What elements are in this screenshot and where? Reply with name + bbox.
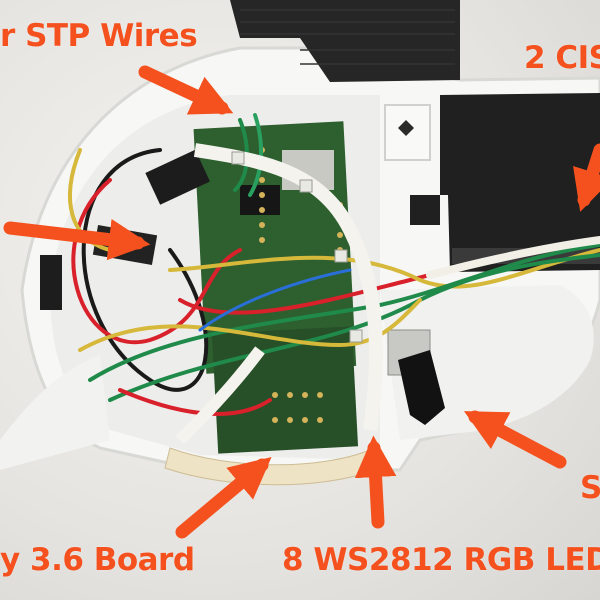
arrow-leds	[354, 435, 397, 529]
black-cover-top	[230, 0, 460, 82]
annotation-arrows	[3, 65, 600, 539]
label-stp-wires: r STP Wires	[0, 18, 198, 54]
arrow-cis	[573, 143, 600, 212]
label-leds: 8 WS2812 RGB LED	[282, 542, 600, 578]
arrow-board	[175, 456, 272, 539]
arrow-connectors	[3, 218, 151, 261]
led-strip-lower	[175, 346, 265, 445]
arrow-knob	[463, 410, 567, 469]
cis-sensor-housing	[410, 93, 600, 272]
mount-hole	[398, 120, 414, 136]
label-cis: 2 CIS	[524, 40, 600, 76]
black-cover-ridges	[240, 9, 455, 65]
led-chips	[231, 151, 363, 343]
enclosure-lower-lip	[0, 355, 110, 470]
connector-block-upper	[145, 149, 210, 205]
connector-block-left	[40, 255, 62, 310]
label-right-edge: S	[580, 470, 600, 506]
arrow-stp-wires	[138, 65, 234, 115]
led-strip	[193, 143, 383, 431]
label-board: y 3.6 Board	[0, 542, 195, 578]
potentiometer-knob	[398, 350, 445, 425]
